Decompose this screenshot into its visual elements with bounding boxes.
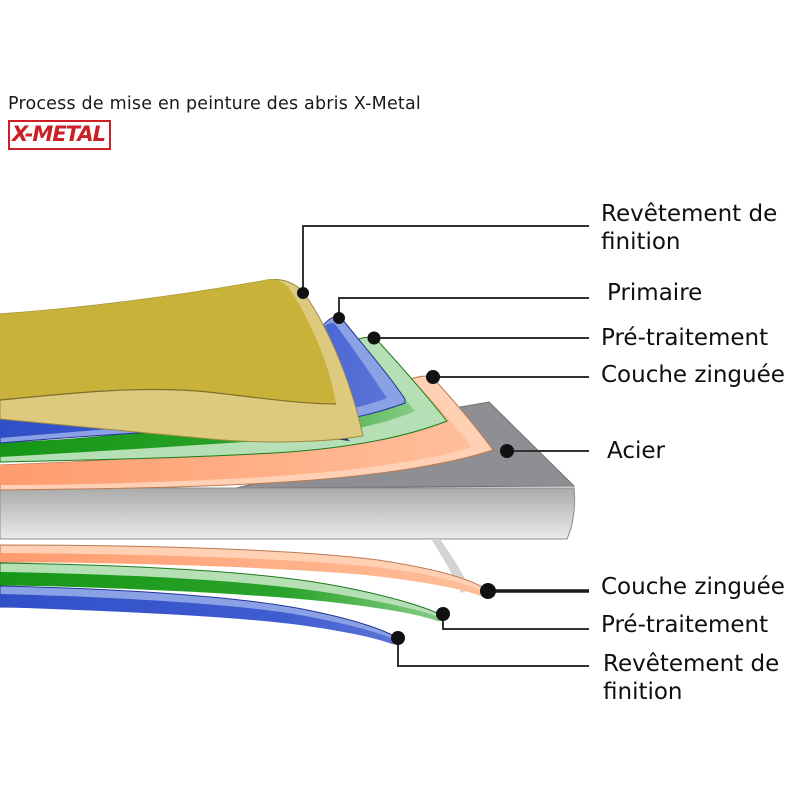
label-primaire: Primaire <box>607 280 703 306</box>
dot-primaire <box>333 312 345 324</box>
layer-finish-bottom <box>0 594 397 645</box>
dot-couche-top <box>426 370 440 384</box>
dot-pretraitement-top <box>367 331 381 345</box>
dot-couche-bottom <box>480 583 496 599</box>
steel-front-face <box>0 487 576 540</box>
label-couche-top: Couche zinguée <box>601 362 785 388</box>
label-pretraitement-bottom: Pré-traitement <box>601 612 769 638</box>
dot-revetement-bottom <box>391 631 405 645</box>
page-title: Process de mise en peinture des abris X-… <box>8 94 421 114</box>
leader-revetement-bottom <box>397 638 589 667</box>
xmetal-logo: X-METAL <box>8 120 111 150</box>
label-pretraitement-top: Pré-traitement <box>601 325 769 351</box>
leader-revetement-top <box>302 225 589 293</box>
label-revetement-bottom: Revêtement de finition <box>603 651 780 705</box>
leader-pretraitement-bottom <box>442 614 589 630</box>
dot-pretraitement-bottom <box>436 607 450 621</box>
label-couche-bottom: Couche zinguée <box>601 574 785 600</box>
layer-finish-top <box>0 279 336 404</box>
layer-pretreat-bottom <box>0 572 442 622</box>
label-acier: Acier <box>607 438 665 464</box>
leader-primaire <box>338 297 589 318</box>
layer-zinc-bottom <box>0 553 487 598</box>
dot-acier <box>500 444 514 458</box>
layer-finish-fold-line <box>0 388 337 405</box>
dot-revetement-top <box>297 287 309 299</box>
label-revetement-top: Revêtement de finition <box>601 201 778 255</box>
layer-zinc-top <box>0 384 472 485</box>
